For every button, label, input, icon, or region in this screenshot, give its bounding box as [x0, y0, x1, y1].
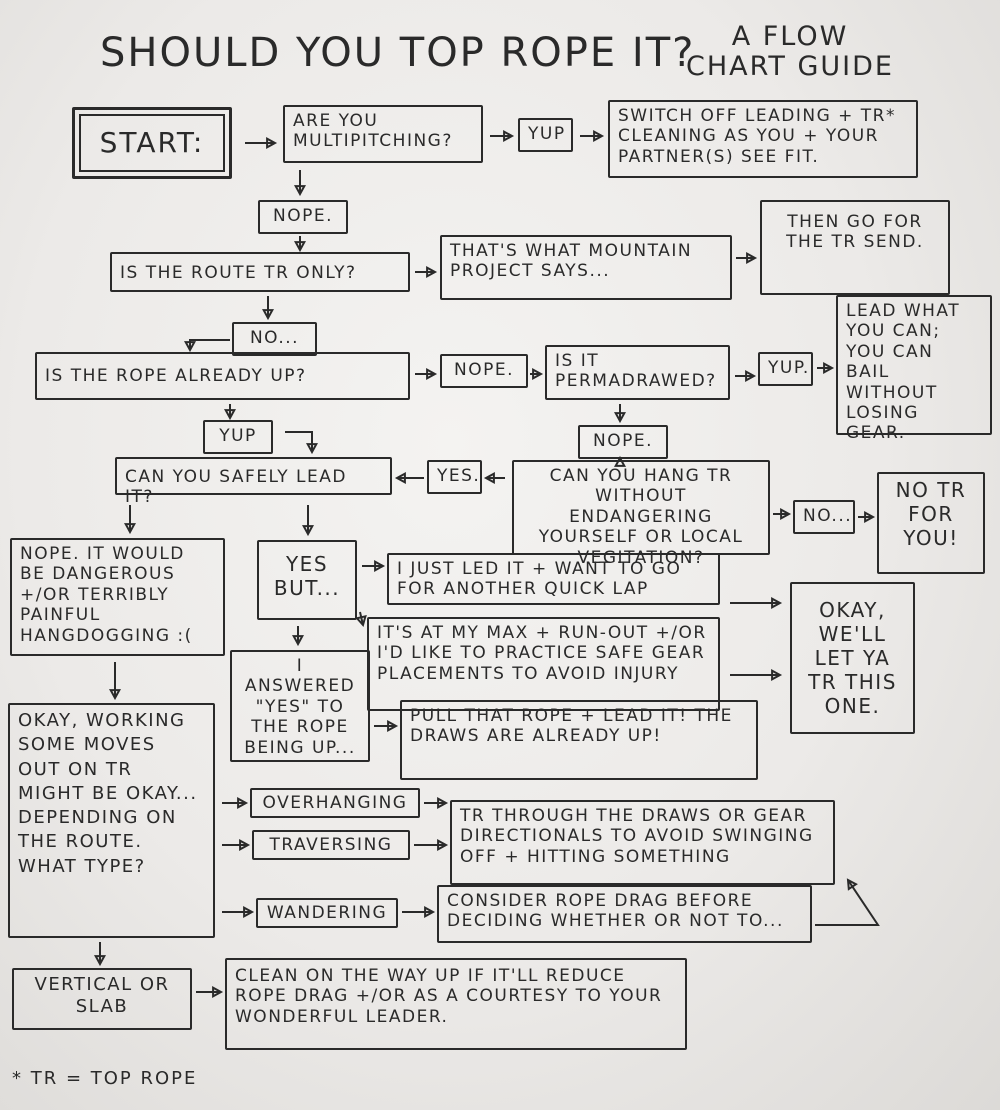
yup-answer-1: YUP	[518, 118, 573, 152]
arrow-rope-up-to-yup	[223, 404, 237, 421]
arrow-safely-lead-to-yes-but	[301, 505, 315, 537]
wandering-option: WANDERING	[256, 898, 398, 928]
lead-what-you-can-result: LEAD WHAT YOU CAN; YOU CAN BAIL WITHOUT …	[836, 295, 992, 443]
footnote: * TR = TOP ROPE	[12, 1068, 198, 1089]
nope-answer-2: NOPE.	[440, 354, 528, 388]
arrow-start-to-multipitch	[245, 136, 278, 150]
arrow-no-to-rope-up	[183, 339, 230, 353]
arrow-rope-drag-to-tr-draws	[815, 878, 880, 926]
clean-on-way-up-result: CLEAN ON THE WAY UP IF IT'LL REDUCE ROPE…	[225, 958, 687, 1050]
tr-send-result: THEN GO FOR THE TR SEND.	[760, 200, 950, 295]
switch-off-leading-result: SWITCH OFF LEADING + TR* CLEANING AS YOU…	[608, 100, 918, 178]
at-my-max-answer: IT'S AT MY MAX + RUN-OUT +/OR I'D LIKE T…	[367, 617, 720, 711]
arrow-mountain-to-send	[736, 251, 758, 265]
arrow-rope-up-to-nope	[415, 367, 438, 381]
overhanging-option: OVERHANGING	[250, 788, 420, 818]
arrow-permadrawed-to-nope	[613, 404, 627, 424]
answered-yes-answer: I ANSWERED "YES" TO THE ROPE BEING UP...	[230, 650, 370, 762]
permadrawed-question: IS IT PERMADRAWED?	[545, 345, 730, 400]
arrow-hang-to-yes	[483, 471, 505, 485]
start-node: START:	[72, 107, 232, 179]
arrow-hang-to-no	[773, 507, 792, 521]
arrow-yup-to-safely-lead	[285, 431, 319, 455]
arrow-working-to-traversing	[222, 838, 251, 852]
yup-answer-2: YUP.	[758, 352, 813, 386]
working-moves-answer: OKAY, WORKING SOME MOVES OUT ON TR MIGHT…	[8, 703, 215, 938]
nope-answer-1: NOPE.	[258, 200, 348, 234]
nope-dangerous-answer: NOPE. IT WOULD BE DANGEROUS +/OR TERRIBL…	[10, 538, 225, 656]
arrow-max-to-okay	[730, 668, 783, 682]
no-answer-2: NO...	[793, 500, 855, 534]
arrow-vertical-to-clean	[196, 985, 224, 999]
arrow-wandering-to-rope-drag	[402, 905, 436, 919]
yup-answer-3: YUP	[203, 420, 273, 454]
yes-answer-1: YES.	[427, 460, 482, 494]
arrow-multipitch-to-yup	[490, 129, 515, 143]
arrow-tr-only-to-no	[261, 296, 275, 321]
chart-title: SHOULD YOU TOP ROPE IT?	[100, 30, 696, 76]
arrow-lap-to-okay	[730, 596, 783, 610]
rope-drag-result: CONSIDER ROPE DRAG BEFORE DECIDING WHETH…	[437, 885, 812, 943]
arrow-tr-only-to-mountain	[415, 265, 438, 279]
okay-let-ya-tr-result: OKAY, WE'LL LET YA TR THIS ONE.	[790, 582, 915, 734]
arrow-yes-but-to-answered	[291, 626, 305, 647]
traversing-option: TRAVERSING	[252, 830, 410, 860]
pull-rope-result: PULL THAT ROPE + LEAD IT! THE DRAWS ARE …	[400, 700, 758, 780]
arrow-working-to-wandering	[222, 905, 255, 919]
hang-tr-question: CAN YOU HANG TR WITHOUT ENDANGERING YOUR…	[512, 460, 770, 568]
arrow-overhanging-to-tr-draws	[424, 796, 449, 810]
arrow-nope-to-permadrawed	[530, 367, 544, 381]
arrow-yes-but-to-max	[355, 611, 367, 628]
arrow-yup-to-switch	[580, 129, 605, 143]
no-tr-result: NO TR FOR YOU!	[877, 472, 985, 574]
safely-lead-question: CAN YOU SAFELY LEAD IT?	[115, 457, 392, 507]
arrow-answered-to-pull	[374, 719, 399, 733]
rope-up-question: IS THE ROPE ALREADY UP?	[35, 352, 410, 400]
arrow-no-to-no-tr	[858, 510, 876, 524]
arrow-yes-to-safely-lead	[394, 471, 424, 485]
arrow-working-to-vertical	[93, 942, 107, 967]
mountain-project-answer: THAT'S WHAT MOUNTAIN PROJECT SAYS...	[440, 235, 732, 300]
yes-but-answer: YES BUT...	[257, 540, 357, 620]
arrow-traversing-to-tr-draws	[414, 838, 449, 852]
no-answer-1: NO...	[232, 322, 317, 356]
multipitch-question: ARE YOU MULTIPITCHING?	[283, 105, 483, 163]
tr-through-draws-result: TR THROUGH THE DRAWS OR GEAR DIRECTIONAL…	[450, 800, 835, 885]
arrow-dangerous-to-working	[108, 662, 122, 701]
arrow-working-to-overhanging	[222, 796, 249, 810]
arrow-nope-to-tr-only	[293, 236, 307, 253]
arrow-yes-but-to-quick-lap	[362, 559, 386, 573]
arrow-yup-to-lead	[817, 361, 835, 375]
vertical-or-slab-option: VERTICAL OR SLAB	[12, 968, 192, 1030]
arrow-permadrawed-to-yup	[735, 369, 757, 383]
chart-subtitle: A FLOW CHART GUIDE	[686, 21, 894, 82]
arrow-safely-lead-to-nope	[123, 505, 137, 535]
arrow-multipitch-to-nope	[293, 170, 307, 197]
tr-only-question: IS THE ROUTE TR ONLY?	[110, 252, 410, 292]
nope-answer-3: NOPE.	[578, 425, 668, 459]
quick-lap-answer: I JUST LED IT + WANT TO GO FOR ANOTHER Q…	[387, 553, 720, 605]
